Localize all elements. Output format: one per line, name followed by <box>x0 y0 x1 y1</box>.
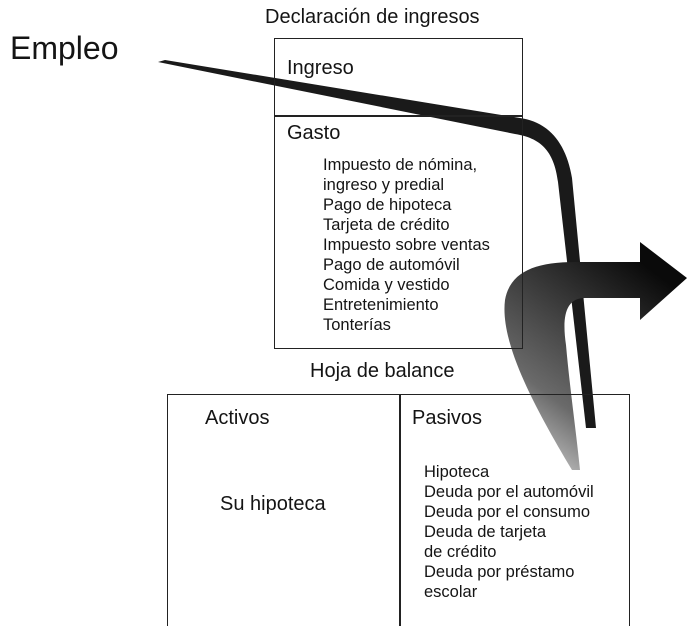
expense-label: Gasto <box>287 122 341 144</box>
employment-label: Empleo <box>10 30 119 66</box>
liabilities-list: Hipoteca Deuda por el automóvil Deuda po… <box>424 462 594 602</box>
assets-label: Activos <box>205 407 270 429</box>
list-item: Deuda por préstamo <box>424 563 575 581</box>
income-label: Ingreso <box>287 57 354 79</box>
list-item: Comida y vestido <box>323 276 450 294</box>
list-item: Tonterías <box>323 316 391 334</box>
assets-liabilities-divider <box>399 394 401 626</box>
list-item: Impuesto de nómina, <box>323 156 478 174</box>
list-item: Deuda por el automóvil <box>424 483 594 501</box>
list-item: Entretenimiento <box>323 296 439 314</box>
list-item: Hipoteca <box>424 463 490 481</box>
list-item: escolar <box>424 583 478 601</box>
income-statement-title: Declaración de ingresos <box>265 6 480 28</box>
list-item: Deuda por el consumo <box>424 503 591 521</box>
expense-list: Impuesto de nómina, ingreso y predial Pa… <box>323 155 490 335</box>
balance-sheet-box <box>167 394 630 626</box>
income-statement-box <box>274 38 523 349</box>
liabilities-label: Pasivos <box>412 407 483 429</box>
list-item: Tarjeta de crédito <box>323 216 450 234</box>
assets-item: Su hipoteca <box>220 493 326 515</box>
balance-sheet-title: Hoja de balance <box>310 360 455 382</box>
list-item: Impuesto sobre ventas <box>323 236 490 254</box>
list-item: Deuda de tarjeta <box>424 523 547 541</box>
outflow-arrow <box>504 242 687 470</box>
income-expense-divider <box>274 115 523 117</box>
list-item: ingreso y predial <box>323 176 445 194</box>
list-item: Pago de hipoteca <box>323 196 452 214</box>
list-item: Pago de automóvil <box>323 256 460 274</box>
list-item: de crédito <box>424 543 497 561</box>
